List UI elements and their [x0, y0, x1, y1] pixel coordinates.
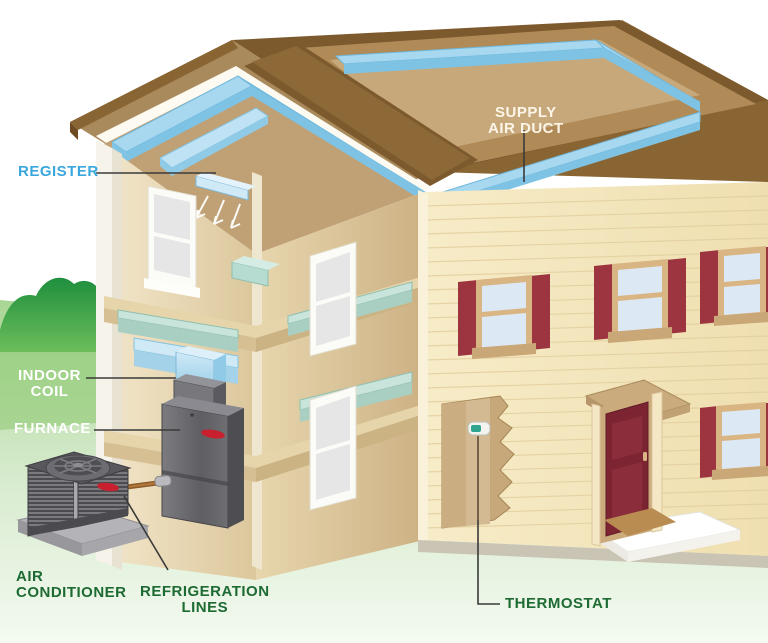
roof-eave-left	[70, 40, 238, 130]
stoop-face-right	[628, 530, 740, 562]
supply-duct-attic-left-side	[126, 86, 252, 162]
furnace-panel-seam	[162, 470, 228, 486]
exterior-window-upper-1	[458, 274, 550, 359]
door-handle	[643, 452, 647, 461]
furnace-cabinet	[161, 403, 229, 529]
window-muntin	[724, 279, 760, 287]
leader-refrigeration-lines	[123, 495, 169, 571]
interior-duct-second-floor-face	[118, 318, 238, 352]
wall-cutaway-shade	[442, 401, 466, 528]
supply-duct-attic-inner-side	[172, 116, 268, 176]
portico-post-right	[651, 391, 663, 533]
shutter-right	[530, 274, 550, 350]
label-thermostat: THERMOSTAT	[505, 595, 612, 612]
door-panel-lower	[612, 462, 642, 520]
supply-duct-attic-left-end	[112, 142, 126, 162]
roof-ridge-beam-face	[252, 46, 470, 180]
ac-logo	[97, 482, 119, 492]
supply-duct-attic-inner-end	[160, 158, 172, 176]
portico-post-left	[591, 403, 601, 547]
shutter-left	[594, 264, 614, 340]
supply-duct-attic-right-top-side	[344, 48, 604, 74]
exterior-window-upper-3	[700, 246, 768, 326]
thermostat-display	[471, 425, 481, 432]
shutter-right	[666, 258, 686, 334]
label-air-conditioner: AIR CONDITIONER	[16, 568, 127, 602]
ac-pad-face-right	[82, 526, 148, 556]
furnace-cabinet-side	[228, 408, 244, 528]
foundation-strip	[418, 540, 768, 568]
leader-thermostat	[477, 520, 500, 605]
coil-duct-stub-side	[214, 354, 226, 388]
refrigeration-line-insulation	[154, 475, 172, 487]
furnace-cabinet-top	[162, 396, 244, 416]
window-muntin	[618, 292, 662, 301]
label-supply-air-duct: SUPPLY AIR DUCT	[488, 104, 564, 138]
register-grille-top	[196, 172, 256, 190]
window-sill	[712, 466, 768, 480]
shutter-left	[458, 280, 478, 356]
door-threshold	[604, 508, 676, 536]
interior-column	[252, 172, 262, 570]
exterior-corner-board	[418, 190, 428, 544]
window-muntin	[722, 433, 760, 441]
door-panel-upper	[612, 416, 642, 460]
window-sill	[608, 327, 672, 343]
window-sill	[472, 343, 536, 359]
furnace-indicator	[190, 413, 194, 417]
exterior-window-lower-right	[700, 402, 768, 480]
exterior-window-upper-2	[594, 258, 686, 343]
ac-base-rail	[28, 508, 128, 536]
furnace-logo	[201, 429, 225, 439]
coil-duct-stub-top	[176, 346, 226, 360]
supply-duct-attic-right-arm-side	[604, 48, 700, 112]
shutter-left	[700, 406, 718, 478]
window-sill	[714, 312, 768, 326]
label-register: REGISTER	[18, 163, 99, 180]
interior-window-right	[309, 241, 357, 357]
interior-window-lower	[309, 385, 357, 511]
interior-duct-branch-box-top	[232, 256, 280, 270]
interior-window-upper-left	[144, 185, 200, 298]
roof-eave-edge	[70, 122, 78, 140]
register-airflow-arrows	[195, 195, 241, 229]
shutter-left	[700, 250, 720, 324]
label-furnace: FURNACE	[14, 420, 91, 437]
label-indoor-coil: INDOOR COIL	[18, 367, 81, 401]
tree-silhouette	[0, 277, 118, 352]
label-refrigeration-lines: REFRIGERATION LINES	[140, 583, 270, 617]
supply-duct-diagonal-side	[252, 86, 438, 210]
window-muntin	[482, 308, 526, 317]
indoor-coil-top	[174, 374, 226, 388]
ac-fan-hub	[73, 462, 83, 468]
